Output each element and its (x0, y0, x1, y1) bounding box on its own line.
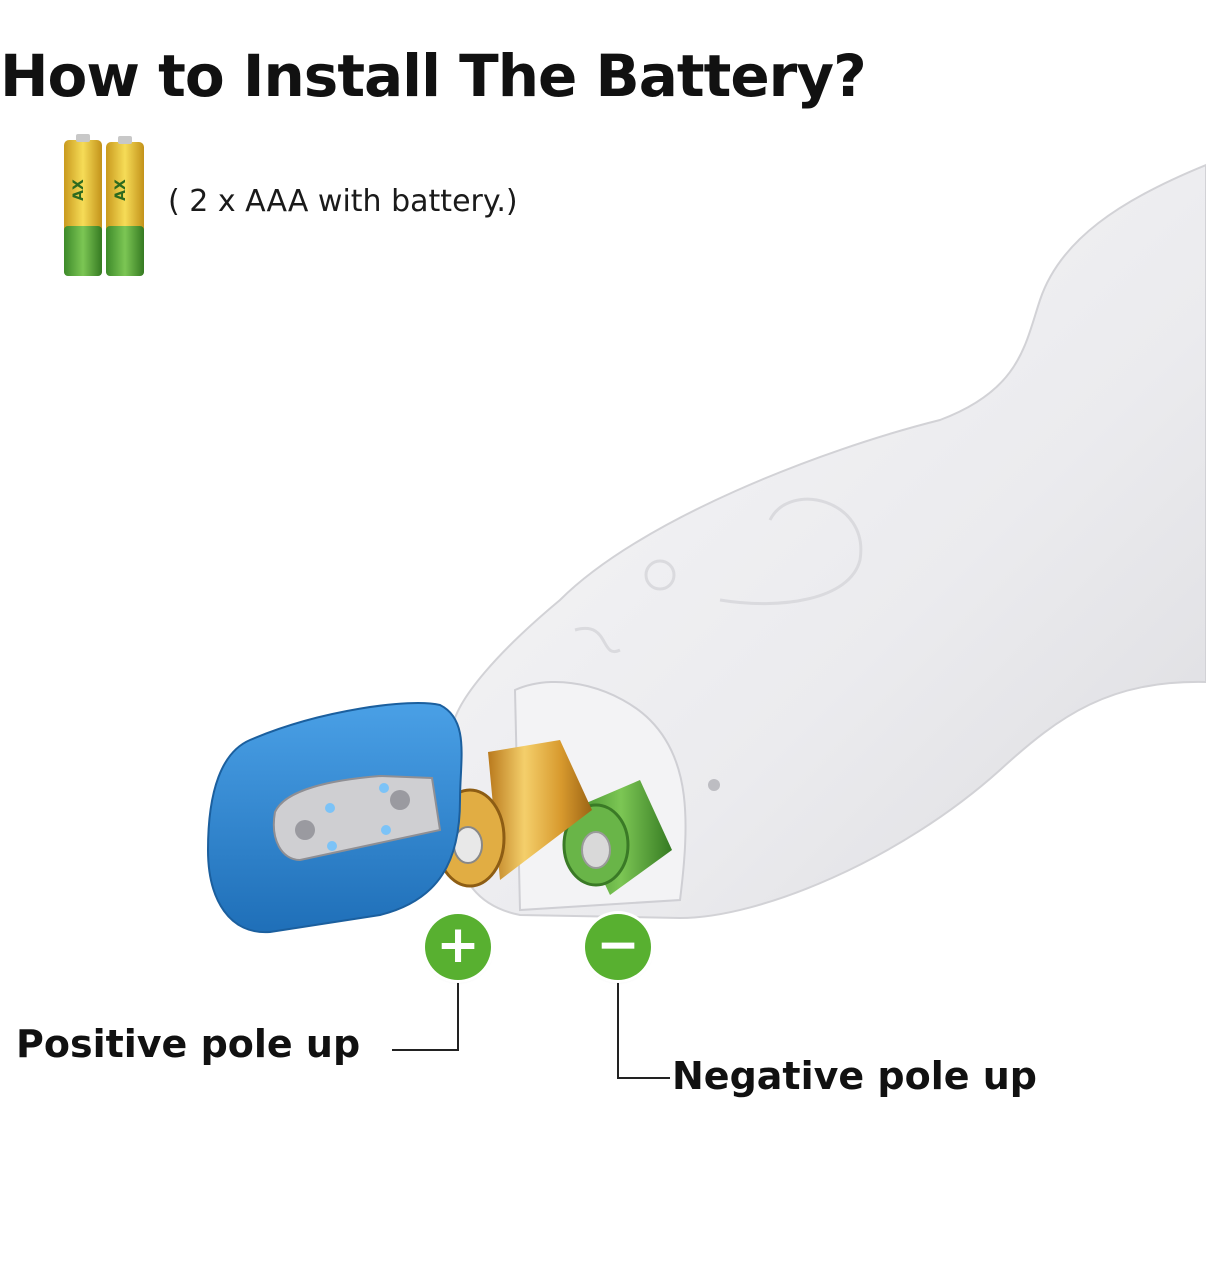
svg-text:AX: AX (71, 179, 87, 201)
negative-pole-label: Negative pole up (672, 1054, 1037, 1098)
aaa-batteries-icon: AX AX (64, 134, 144, 276)
page-title: How to Install The Battery? (0, 42, 867, 110)
battery-cover (206, 702, 463, 934)
positive-pole-label: Positive pole up (16, 1022, 361, 1066)
svg-text:AX: AX (113, 179, 129, 201)
battery-negative-illustration (562, 780, 672, 895)
negative-badge: − (585, 914, 651, 980)
battery-note: ( 2 x AAA with battery.) (168, 184, 518, 219)
minus-icon: − (596, 915, 640, 975)
battery-positive-illustration (434, 740, 592, 888)
callout-lines (392, 982, 670, 1079)
positive-badge: + (425, 914, 491, 980)
plus-icon: + (436, 915, 480, 975)
